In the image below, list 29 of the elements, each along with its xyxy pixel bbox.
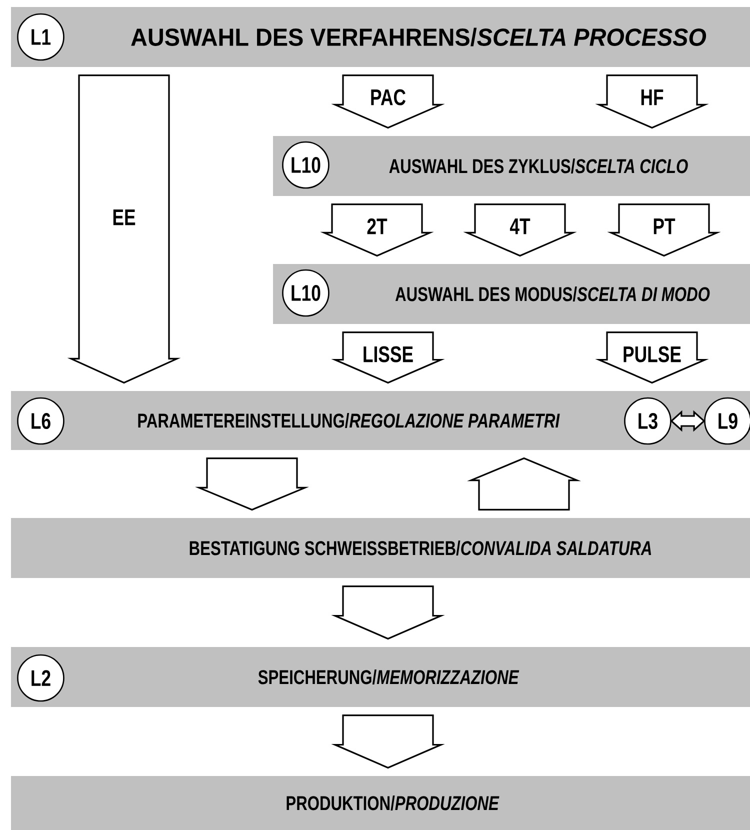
band: PRODUKTION/PRODUZIONE [11, 776, 750, 830]
block-arrow [467, 457, 582, 511]
arrow-label: PAC [371, 89, 406, 106]
circled-label: L1 [17, 13, 64, 61]
block-arrow [463, 203, 577, 257]
arrow-label: PT [654, 218, 676, 234]
block-arrow [67, 74, 181, 384]
block-arrow [331, 331, 445, 384]
arrow-label: 4T [510, 218, 530, 234]
block-arrow [331, 585, 445, 640]
circled-label: L2 [17, 654, 64, 702]
block-arrow [331, 74, 445, 129]
circled-label: L9 [704, 397, 750, 445]
arrow-label: 2T [367, 218, 388, 234]
arrow-label: LISSE [364, 346, 413, 362]
circled-label: L10 [282, 141, 330, 189]
circled-label: L10 [282, 269, 330, 317]
block-arrow [595, 331, 709, 384]
arrow-label: PULSE [624, 346, 681, 362]
block-arrow [595, 74, 709, 129]
block-arrow [320, 203, 434, 257]
block-arrow [607, 203, 721, 257]
band: BESTATIGUNG SCHWEISSBETRIEB/CONVALIDA SALDATURA [11, 518, 750, 578]
block-arrow [331, 714, 445, 769]
arrow-label: EE [113, 209, 136, 226]
arrow-label: HF [641, 89, 664, 106]
circled-label: L3 [624, 397, 672, 445]
block-arrow [195, 457, 310, 511]
circled-label: L6 [17, 397, 64, 445]
